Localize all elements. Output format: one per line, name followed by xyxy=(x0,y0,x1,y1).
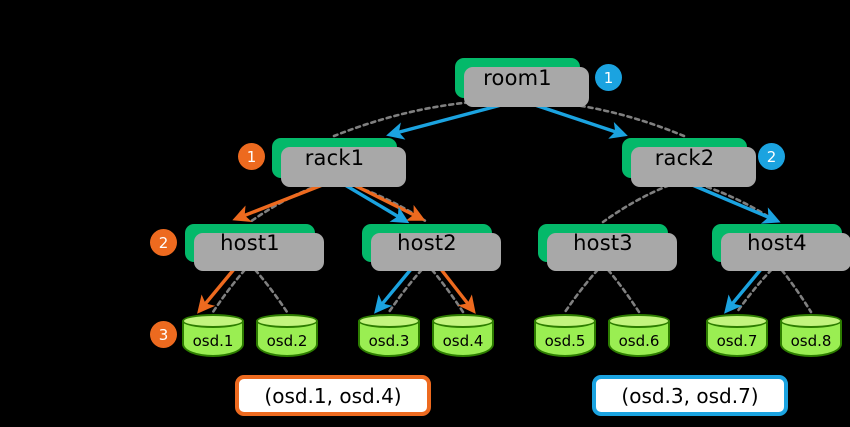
osd-node-osd.1[interactable]: osd.1 xyxy=(182,314,244,357)
step-badge-orange-2: 2 xyxy=(150,229,177,256)
step-badge-orange-3: 3 xyxy=(150,321,177,348)
selection-arrow-blue xyxy=(724,266,764,314)
selection-arrow-blue xyxy=(374,266,414,314)
host-node-label: host1 xyxy=(220,231,280,255)
host-node-label: host4 xyxy=(747,231,807,255)
osd-node-label: osd.6 xyxy=(618,332,660,350)
step-badge-blue-2: 2 xyxy=(758,143,785,170)
result-box-orange[interactable]: (osd.1, osd.4) xyxy=(235,375,431,416)
osd-node-osd.4[interactable]: osd.4 xyxy=(432,314,494,357)
node-shadow xyxy=(721,233,850,271)
osd-node-label: osd.5 xyxy=(544,332,586,350)
osd-cylinder-top xyxy=(534,314,596,328)
osd-node-osd.7[interactable]: osd.7 xyxy=(706,314,768,357)
tree-edge xyxy=(563,262,605,314)
tree-edge xyxy=(332,98,519,138)
selection-arrow-orange xyxy=(232,180,331,223)
osd-node-osd.8[interactable]: osd.8 xyxy=(780,314,842,357)
rack-node-rack2[interactable]: rack2 xyxy=(622,138,756,187)
osd-cylinder-top xyxy=(182,314,244,328)
osd-node-osd.6[interactable]: osd.6 xyxy=(608,314,670,357)
host-node-host4[interactable]: host4 xyxy=(712,224,850,271)
osd-node-label: osd.1 xyxy=(192,332,234,350)
osd-node-label: osd.4 xyxy=(442,332,484,350)
selection-arrow-blue xyxy=(689,182,781,224)
osd-cylinder-top xyxy=(780,314,842,328)
selection-arrow-orange xyxy=(347,180,426,221)
room-node-label: room1 xyxy=(483,66,552,90)
result-box-label: (osd.1, osd.4) xyxy=(264,383,402,408)
host-node-host3[interactable]: host3 xyxy=(538,224,677,271)
step-badge-blue-1: 1 xyxy=(595,64,622,91)
node-shadow xyxy=(281,147,406,187)
selection-arrow-blue xyxy=(386,102,506,140)
tree-edge-group xyxy=(211,98,813,314)
node-shadow xyxy=(631,147,756,187)
host-node-host2[interactable]: host2 xyxy=(362,224,501,271)
osd-node-label: osd.3 xyxy=(368,332,410,350)
tree-edge xyxy=(775,262,813,314)
osd-node-label: osd.8 xyxy=(790,332,832,350)
osd-cylinder-top xyxy=(256,314,318,328)
osd-cylinder-top xyxy=(432,314,494,328)
rack-node-rack1[interactable]: rack1 xyxy=(272,138,406,187)
osd-node-osd.5[interactable]: osd.5 xyxy=(534,314,596,357)
selection-arrow-orange xyxy=(438,266,476,314)
selection-arrow-group xyxy=(197,102,781,314)
tree-edge xyxy=(601,262,641,314)
host-node-label: host3 xyxy=(573,231,633,255)
selection-arrow-blue xyxy=(531,102,628,139)
osd-node-label: osd.2 xyxy=(266,332,308,350)
host-node-host1[interactable]: host1 xyxy=(185,224,324,271)
result-box-blue[interactable]: (osd.3, osd.7) xyxy=(592,375,788,416)
host-node-label: host2 xyxy=(397,231,457,255)
rack-node-label: rack1 xyxy=(304,146,365,170)
selection-arrow-orange xyxy=(197,266,237,314)
result-box-label: (osd.3, osd.7) xyxy=(621,383,759,408)
node-shadow xyxy=(371,233,501,271)
tree-edge xyxy=(735,262,779,314)
tree-edge xyxy=(248,262,289,314)
osd-cylinder-top xyxy=(608,314,670,328)
node-shadow xyxy=(194,233,324,271)
osd-node-osd.3[interactable]: osd.3 xyxy=(358,314,420,357)
osd-node-label: osd.7 xyxy=(716,332,758,350)
osd-cylinder-top xyxy=(358,314,420,328)
node-shadow xyxy=(464,67,589,107)
room-node-room1[interactable]: room1 xyxy=(455,58,589,107)
selection-arrow-blue xyxy=(339,180,410,224)
osd-node-osd.2[interactable]: osd.2 xyxy=(256,314,318,357)
step-badge-orange-1: 1 xyxy=(238,143,265,170)
node-shadow xyxy=(547,233,677,271)
rack-node-label: rack2 xyxy=(654,146,715,170)
osd-cylinder-top xyxy=(706,314,768,328)
